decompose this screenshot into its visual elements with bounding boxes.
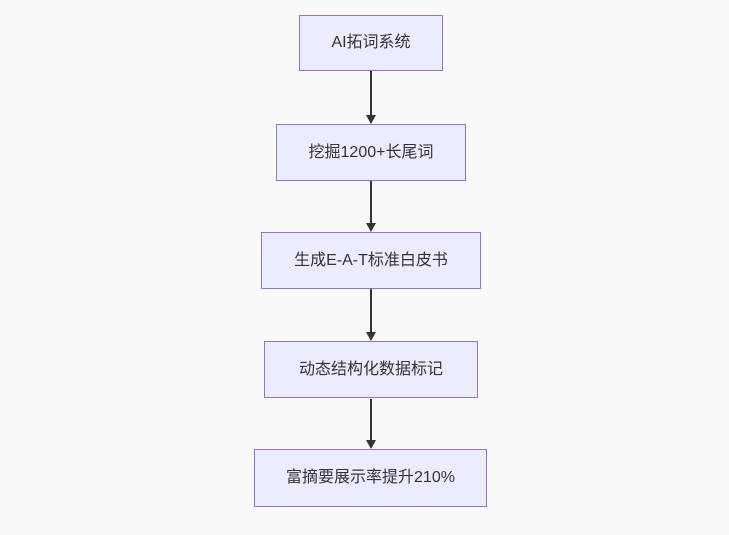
node-label: 动态结构化数据标记 [298, 360, 443, 378]
arrowhead-down-icon [365, 440, 376, 449]
arrowhead-down-icon [365, 332, 376, 341]
flow-edge-1 [365, 71, 376, 124]
flow-node-generate-eat-whitepaper: 生成E-A-T标准白皮书 [261, 232, 481, 289]
arrow-shaft [369, 399, 372, 440]
arrow-shaft [369, 289, 372, 332]
arrowhead-down-icon [365, 115, 376, 124]
node-label: 富摘要展示率提升210% [286, 469, 455, 487]
node-label: AI拓词系统 [331, 34, 411, 52]
node-label: 挖掘1200+长尾词 [308, 143, 434, 161]
flow-node-mine-longtail-keywords: 挖掘1200+长尾词 [276, 124, 466, 181]
arrow-shaft [369, 71, 372, 115]
flow-edge-3 [365, 289, 376, 341]
flow-edge-2 [365, 181, 376, 232]
flow-node-rich-snippet-rate-increase: 富摘要展示率提升210% [254, 449, 487, 507]
flow-edge-4 [365, 399, 376, 449]
arrowhead-down-icon [365, 223, 376, 232]
flow-node-ai-keyword-expansion-system: AI拓词系统 [299, 15, 443, 71]
arrow-shaft [369, 181, 372, 223]
flow-node-dynamic-structured-data-markup: 动态结构化数据标记 [264, 341, 478, 398]
node-label: 生成E-A-T标准白皮书 [294, 251, 448, 269]
